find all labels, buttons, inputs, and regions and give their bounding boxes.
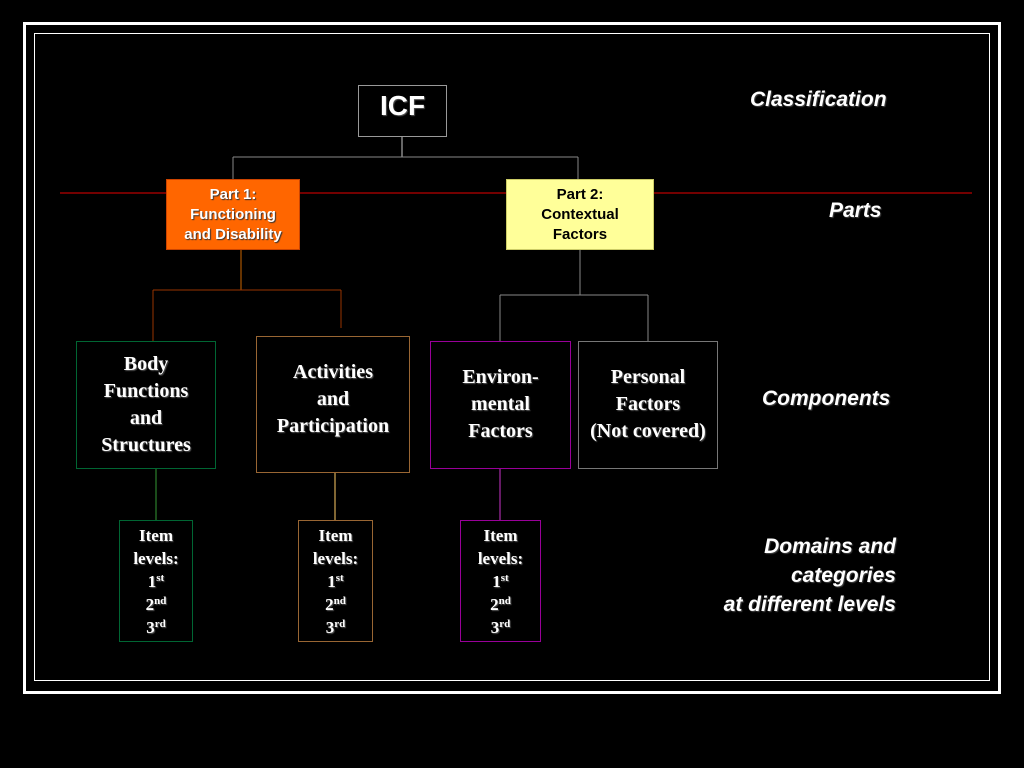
item-levels-body: Item levels: 1st 2nd 3rd xyxy=(119,520,193,642)
component-personal-label: Personal Factors (Not covered) xyxy=(590,366,706,442)
level-1st: 1st xyxy=(147,571,165,591)
slide-frame-inner xyxy=(34,33,990,681)
component-environmental-label: Environ- mental Factors xyxy=(462,366,539,442)
part1-box: Part 1: Functioning and Disability xyxy=(166,179,300,250)
component-body-functions: Body Functions and Structures xyxy=(76,341,216,469)
component-activities-label: Activities and Participation xyxy=(276,361,390,437)
level-3rd: 3rd xyxy=(490,617,511,637)
level-2nd: 2nd xyxy=(325,594,346,614)
components-label: Components xyxy=(762,387,891,410)
part2-box: Part 2: Contextual Factors xyxy=(506,179,654,250)
item-levels-environmental: Item levels: 1st 2nd 3rd xyxy=(460,520,541,642)
item-levels-activities: Item levels: 1st 2nd 3rd xyxy=(298,520,373,642)
component-personal: Personal Factors (Not covered) xyxy=(578,341,718,469)
icf-root-title: ICF xyxy=(379,90,426,121)
level-1st: 1st xyxy=(327,571,344,591)
level-2nd: 2nd xyxy=(490,594,511,614)
item-levels-heading: Item levels: xyxy=(312,525,359,568)
level-3rd: 3rd xyxy=(146,617,166,637)
component-activities: Activities and Participation xyxy=(256,336,410,473)
level-3rd: 3rd xyxy=(325,617,346,637)
component-environmental: Environ- mental Factors xyxy=(430,341,571,469)
item-levels-heading: Item levels: xyxy=(477,525,524,568)
icf-root-box: ICF xyxy=(358,85,447,137)
domains-label: Domains and categories at different leve… xyxy=(723,535,896,616)
level-1st: 1st xyxy=(492,571,509,591)
part2-label: Part 2: Contextual Factors xyxy=(541,185,619,243)
slide-frame-outer xyxy=(23,22,1001,694)
classification-label: Classification xyxy=(750,88,887,111)
parts-label: Parts xyxy=(829,199,882,222)
part1-label: Part 1: Functioning and Disability xyxy=(184,185,282,243)
component-body-functions-label: Body Functions and Structures xyxy=(101,353,191,456)
item-levels-heading: Item levels: xyxy=(133,525,179,568)
level-2nd: 2nd xyxy=(145,594,167,614)
